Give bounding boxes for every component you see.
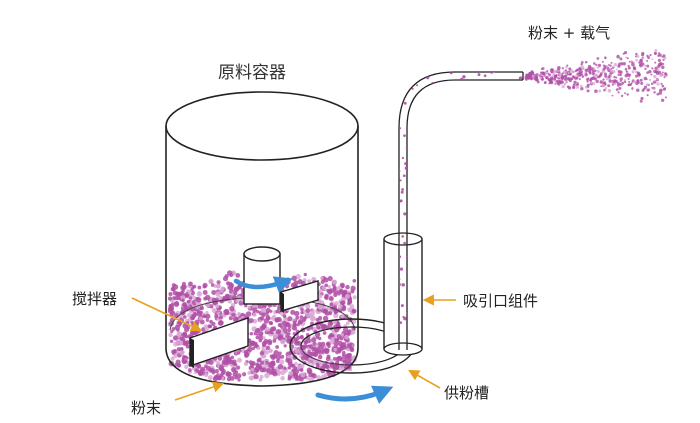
suction-port-assembly	[383, 232, 423, 356]
suction-label: 吸引口组件	[463, 292, 538, 310]
stirrer-leader-arrow-icon	[131, 297, 203, 332]
leader-arrows	[131, 294, 456, 401]
powder-leader-arrow-icon	[174, 381, 225, 401]
container-label: 原料容器	[218, 63, 286, 83]
stirrer-label: 搅拌器	[72, 290, 117, 308]
shaft-rotation-arrow-icon	[233, 276, 293, 294]
stirrer-blades	[189, 280, 319, 368]
groove-rotation-arrow-icon	[315, 385, 394, 404]
stirrer-shaft	[243, 246, 281, 305]
raw-material-container	[165, 91, 359, 387]
output-label: 粉末 + 载气	[528, 24, 610, 42]
powder-gas-spray	[524, 49, 668, 103]
powder-label: 粉末	[131, 399, 161, 417]
feed-groove-label: 供粉槽	[444, 384, 489, 402]
feed-groove-leader-arrow-icon	[408, 369, 441, 389]
